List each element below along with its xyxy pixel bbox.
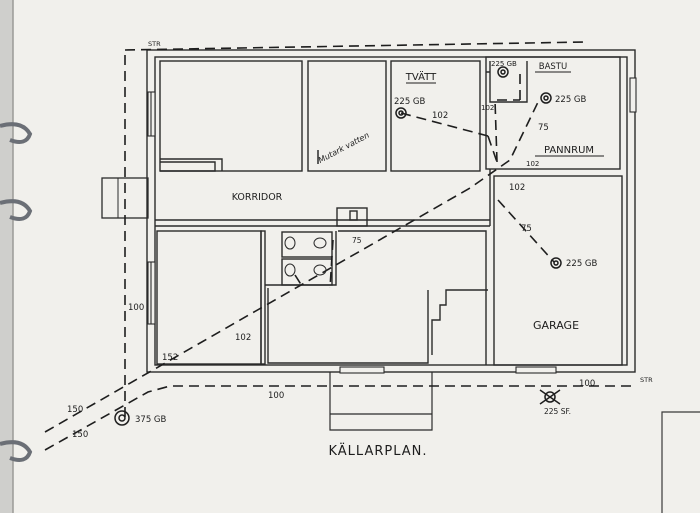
- gully-icon: [540, 92, 552, 104]
- room-label-garage: GARAGE: [533, 319, 579, 332]
- floor-drain-label: 225 SF.: [544, 407, 571, 416]
- building-walls: [146, 49, 636, 373]
- room-label-pannrum: PANNRUM: [544, 145, 594, 156]
- pipe-label: 152: [162, 353, 178, 363]
- gully-markers: [114, 66, 562, 426]
- plan-title: KÄLLARPLAN.: [328, 443, 427, 459]
- drain-pipes: [44, 40, 634, 451]
- pipe-label: 102: [481, 104, 494, 112]
- room-label-tvatt: TVÄTT: [405, 70, 437, 83]
- pipe-label: 100: [579, 379, 595, 389]
- paper-sheet: [13, 0, 700, 513]
- entrance-steps: [329, 372, 433, 431]
- room-label-korridor: KORRIDOR: [232, 192, 283, 203]
- pipe-label: 150: [67, 405, 83, 415]
- pipe-label: 75: [352, 236, 362, 245]
- pipe-label: 100: [268, 391, 284, 401]
- binder-ring-icon: [0, 122, 33, 462]
- pipe-label: 100: [128, 303, 144, 313]
- gully-icon: [550, 257, 562, 269]
- floor-drain-icon: [539, 389, 561, 405]
- gully-icon: [497, 66, 509, 78]
- str-mark-top: STR: [148, 40, 161, 48]
- gully-icon: [114, 410, 130, 426]
- pipe-label: 102: [235, 333, 251, 343]
- well-label-bastu: 225 GB: [491, 60, 517, 68]
- pipe-label: 150: [72, 430, 88, 440]
- pipe-label: 102: [509, 183, 525, 193]
- pipe-label: 102: [432, 111, 448, 121]
- room-labels: TVÄTT BASTU PANNRUM KORRIDOR GARAGE: [232, 62, 604, 332]
- pipe-size-labels: STR STR 225 GB 225 GB 225 GB 225 GB 375 …: [67, 40, 653, 440]
- pipe-label: 75: [521, 224, 532, 234]
- pipe-label: 102: [526, 160, 539, 168]
- well-label-tvatt: 225 GB: [394, 97, 426, 107]
- room-label-bastu: BASTU: [539, 62, 567, 72]
- gully-icon: [395, 107, 407, 119]
- well-label-pannrum: 225 GB: [555, 95, 587, 105]
- well-label-garage: 225 GB: [566, 259, 598, 269]
- str-mark-right: STR: [640, 376, 653, 384]
- pipe-label: 75: [538, 123, 549, 133]
- margin-bracket: [661, 411, 700, 513]
- toilet-icon: [284, 236, 327, 277]
- windows: [147, 77, 637, 374]
- well-label-outside: 375 GB: [135, 415, 167, 425]
